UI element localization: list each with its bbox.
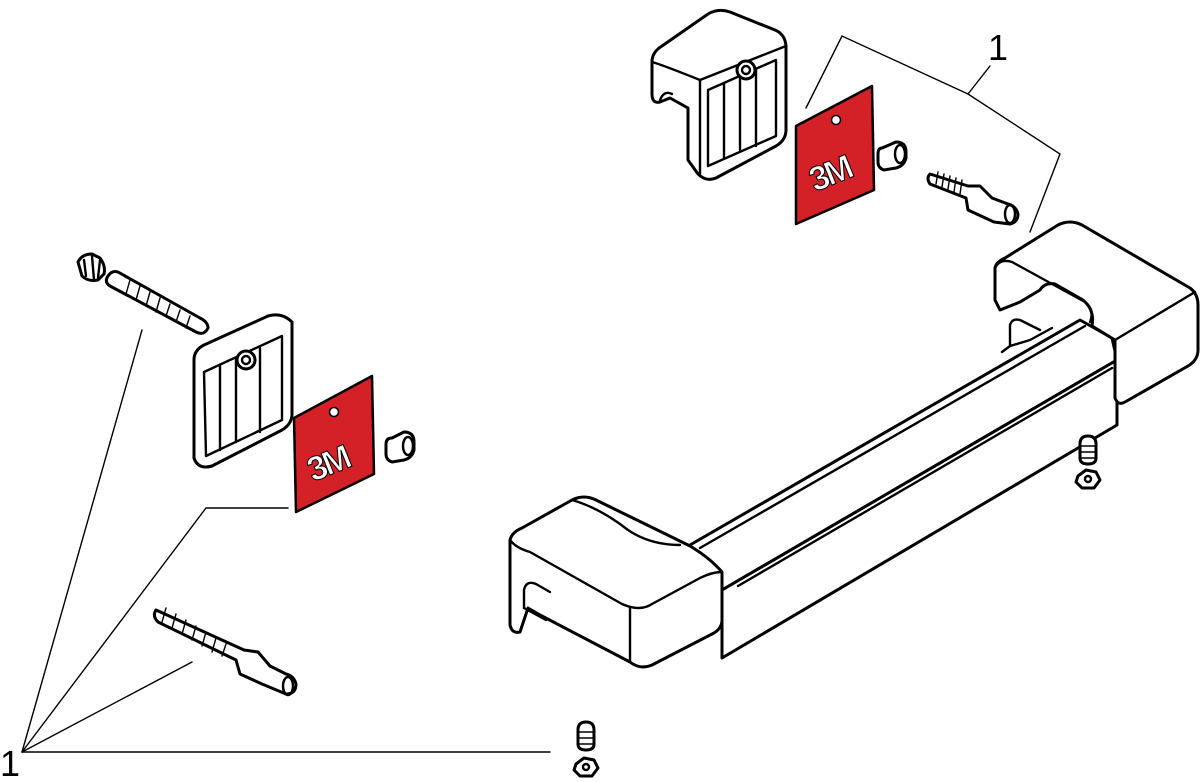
grab-bar-left-end [508,495,724,669]
adhesive-pad-top-shape [794,84,876,226]
adhesive-pad-left-shape [292,374,376,514]
set-screw-nut-bottom [572,756,600,778]
adhesive-pad-left: 3M [292,374,376,514]
callout-number-top-right: 1 [988,27,1008,68]
leader-lines-bottom [21,329,551,753]
cap-nut-left [76,252,106,282]
adhesive-pad-top-hole [830,114,842,126]
grab-bar-rail [686,318,1119,660]
wall-bracket-top [650,8,788,181]
long-screw-left [104,270,210,335]
leader-lines-top [805,35,1061,233]
mounting-screw-left [152,607,298,697]
callout-number-bottom-left: 1 [0,743,20,782]
wall-bracket-left [192,313,294,469]
grab-bar [508,220,1200,669]
sleeve-top [876,140,908,172]
set-screw-nut-right [1074,468,1102,490]
set-screw-bottom [576,720,596,752]
sleeve-left [384,430,416,464]
set-screw-right [1078,434,1098,466]
adhesive-pad-left-hole [328,406,340,418]
adhesive-pad-top: 3M [794,84,876,226]
grab-bar-right-end [993,220,1200,405]
mounting-screw-top [926,171,1020,226]
